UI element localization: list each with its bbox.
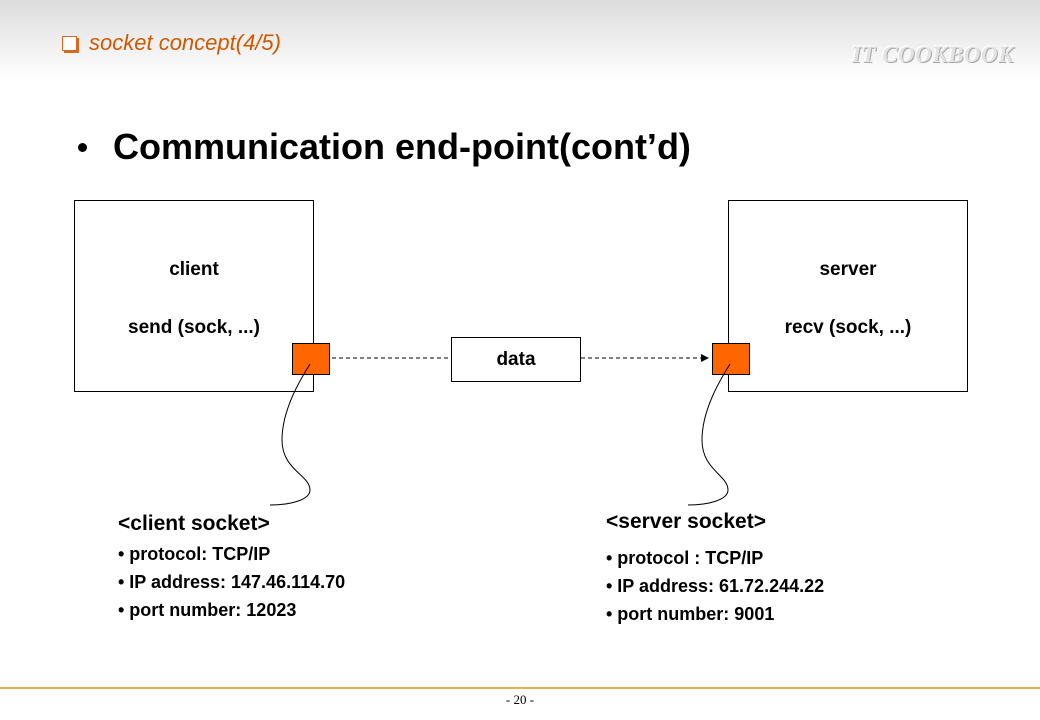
- checkbox-icon: [62, 35, 77, 51]
- server-box: server recv (sock, ...): [728, 200, 968, 392]
- server-callout-curve: [687, 363, 731, 506]
- client-socket-endpoint: [292, 343, 330, 375]
- server-socket-port: • port number: 9001: [606, 604, 775, 624]
- server-socket-endpoint: [712, 343, 750, 375]
- data-box: data: [451, 337, 581, 382]
- client-socket-ip: • IP address: 147.46.114.70: [118, 572, 346, 592]
- section-title-text: socket concept(4/5): [89, 30, 281, 55]
- server-title: server: [819, 259, 877, 280]
- client-socket-port: • port number: 12023: [118, 600, 297, 620]
- bullet-icon: [78, 142, 87, 152]
- client-socket-protocol: • protocol: TCP/IP: [118, 544, 271, 564]
- client-call: send (sock, ...): [128, 317, 260, 338]
- slide-heading-text: Communication end-point(cont’d): [113, 126, 691, 167]
- server-socket-ip: • IP address: 61.72.244.22: [606, 576, 825, 596]
- client-socket-info: <client socket> • protocol: TCP/IP • IP …: [118, 512, 345, 624]
- client-callout-curve: [269, 363, 311, 506]
- client-title: client: [169, 259, 219, 280]
- footer-rule: [0, 687, 1040, 689]
- brand-logo: IT COOKBOOK: [851, 42, 1014, 67]
- client-socket-title: <client socket>: [118, 512, 270, 535]
- header-band: [0, 0, 1040, 80]
- page-number: - 20 -: [505, 692, 535, 707]
- client-box: client send (sock, ...): [74, 200, 314, 392]
- slide-heading: Communication end-point(cont’d): [78, 126, 691, 168]
- server-socket-protocol: • protocol : TCP/IP: [606, 548, 764, 568]
- section-title: socket concept(4/5): [62, 30, 281, 56]
- server-socket-info: <server socket> • protocol : TCP/IP • IP…: [606, 510, 824, 628]
- server-socket-title: <server socket>: [606, 510, 766, 533]
- server-call: recv (sock, ...): [784, 317, 912, 338]
